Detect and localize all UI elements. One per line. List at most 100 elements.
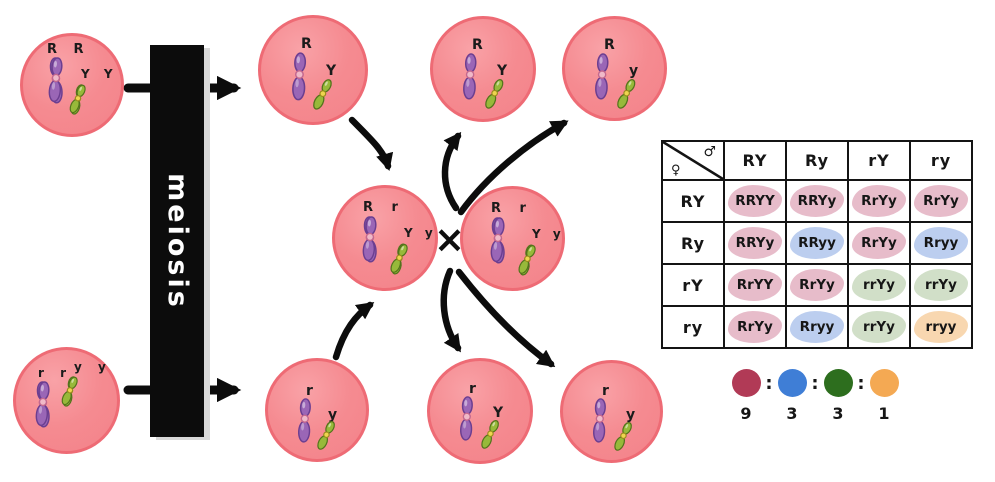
punnett-cell-RRyy: RRyy — [785, 221, 849, 265]
punnett-corner-cell: ♂♀ — [661, 140, 725, 181]
allele-label: Y — [326, 63, 337, 79]
genotype-label: Rryy — [799, 319, 835, 335]
phenotype-blob-pink — [728, 227, 782, 259]
col-header-label: rY — [868, 151, 890, 170]
punnett-cell-RrYy: RrYy — [847, 179, 911, 223]
genotype-label: rrYy — [863, 277, 895, 293]
meiosis-bar: meiosis — [150, 45, 204, 437]
punnett-cell-rryy: rryy — [909, 305, 973, 349]
allele-label: R — [301, 36, 312, 52]
chromosome-green — [481, 76, 507, 112]
ratio-colon: : — [811, 372, 819, 394]
chromosome-green — [313, 418, 338, 453]
phenotype-blob-pink — [728, 269, 782, 301]
col-header-label: ry — [930, 151, 952, 170]
punnett-cell-RrYy: RrYy — [909, 179, 973, 223]
chromosome-green — [515, 242, 540, 277]
phenotype-blob-pink — [914, 185, 968, 217]
phenotype-blob-blue — [790, 227, 844, 259]
genotype-cell: RRyy — [787, 223, 847, 263]
punnett-row-header-RY: RY — [661, 179, 725, 223]
phenotype-blob-green — [852, 311, 906, 343]
phenotype-blob-pink — [790, 269, 844, 301]
ratio-colon: : — [857, 372, 865, 394]
genotype-label: RRYy — [797, 193, 837, 209]
genotype-cell: RrYy — [849, 223, 909, 263]
chromosome-purple — [461, 52, 480, 103]
ratio-dot-2 — [777, 369, 807, 397]
genotype-cell: RrYY — [725, 265, 785, 305]
arrow-gamete-bottom-to-f1 — [332, 301, 375, 361]
punnett-cell-RrYy: RrYy — [785, 263, 849, 307]
genotype-cell: rrYy — [849, 307, 909, 347]
row-header-label: ry — [682, 317, 704, 337]
ratio-dot-3 — [823, 369, 853, 397]
punnett-col-header-RY: RY — [723, 140, 787, 181]
row-header-label: rY — [682, 275, 704, 295]
chromosome-purple — [360, 214, 380, 264]
punnett-cell-rrYy: rrYy — [847, 263, 911, 307]
female-symbol: ♀ — [671, 163, 681, 178]
chromosome-green — [477, 417, 502, 452]
allele-label: Y Y — [81, 67, 118, 81]
punnett-row-header-rY: rY — [661, 263, 725, 307]
punnett-cell-RRYy: RRYy — [785, 179, 849, 223]
genotype-label: RrYy — [799, 277, 835, 293]
ratio-count-2: 3 — [786, 403, 798, 423]
chromosome-purple — [33, 379, 53, 429]
chromosome-green — [309, 76, 336, 113]
phenotype-blob-pink — [728, 311, 782, 343]
chromosome-green — [387, 241, 412, 276]
genotype-label: RrYy — [861, 235, 897, 251]
punnett-cell-RrYy: RrYy — [723, 305, 787, 349]
cross-symbol: × — [434, 218, 466, 261]
phenotype-blob-blue — [790, 311, 844, 343]
allele-label: r — [306, 383, 313, 399]
ratio-colon: : — [765, 372, 773, 394]
phenotype-blob-blue — [914, 227, 968, 259]
phenotype-blob-green — [914, 269, 968, 301]
phenotype-blob-pink — [790, 185, 844, 217]
genotype-label: RRYy — [735, 235, 775, 251]
allele-label: R r — [363, 200, 405, 215]
punnett-row-header-Ry: Ry — [661, 221, 725, 265]
chromosome-purple — [591, 397, 609, 446]
punnett-cell-RrYY: RrYY — [723, 263, 787, 307]
allele-label: Y — [493, 405, 504, 421]
col-header-label: Ry — [804, 151, 830, 170]
allele-label: R — [472, 37, 483, 53]
genotype-cell: RRYy — [725, 223, 785, 263]
chromosome-purple — [458, 395, 476, 444]
chromosome-purple — [290, 51, 309, 104]
allele-label: y y — [74, 360, 112, 374]
arrow-cross-to-rY — [440, 267, 462, 353]
allele-label: Y y — [532, 227, 565, 241]
genotype-cell: RRYY — [725, 181, 785, 221]
allele-label: Y — [497, 63, 508, 79]
punnett-cell-RRYy: RRYy — [723, 221, 787, 265]
phenotype-blob-orange — [914, 311, 968, 343]
punnett-cell-RrYy: RrYy — [847, 221, 911, 265]
allele-label: y — [629, 63, 639, 79]
genotype-label: RRyy — [798, 235, 836, 251]
genotype-label: RrYy — [923, 193, 959, 209]
ratio-count-1: 9 — [740, 403, 752, 423]
genotype-cell: rrYy — [849, 265, 909, 305]
genotype-label: RRYY — [735, 193, 775, 209]
genotype-cell: Rryy — [911, 223, 971, 263]
genotype-label: rryy — [925, 319, 957, 335]
chromosome-green — [610, 419, 635, 454]
allele-label: r r — [38, 366, 73, 380]
genotype-cell: Rryy — [787, 307, 847, 347]
allele-label: y — [328, 407, 338, 423]
allele-label: r — [469, 381, 476, 397]
phenotype-blob-pink — [728, 185, 782, 217]
punnett-col-header-ry: ry — [909, 140, 973, 181]
